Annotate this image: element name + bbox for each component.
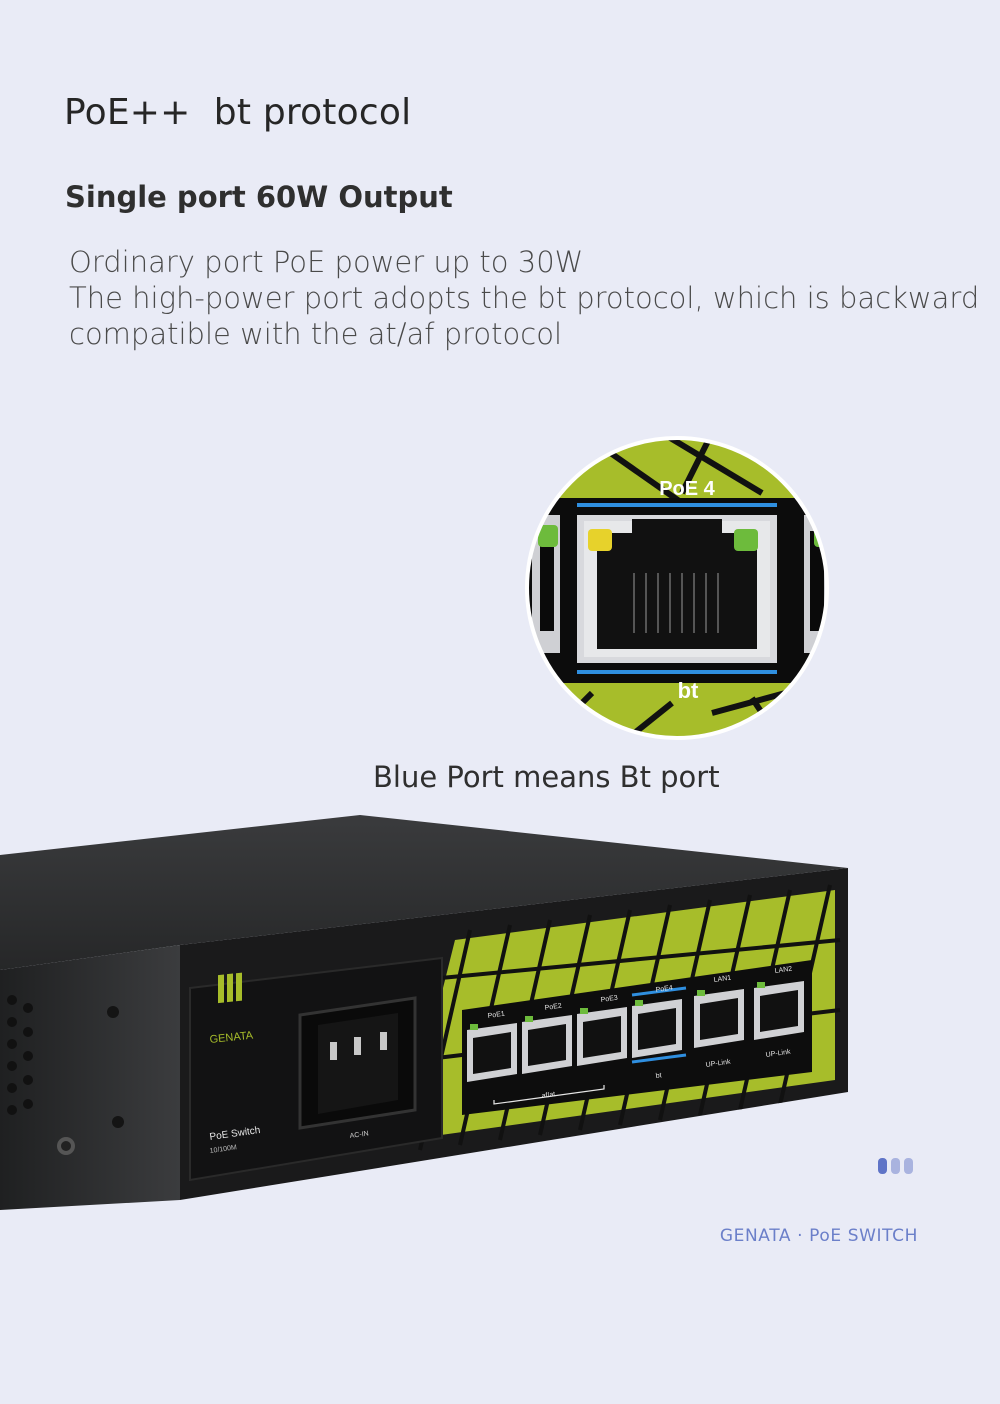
description-line-3: compatible with the at/af protocol xyxy=(69,317,563,351)
bt-group-label: bt xyxy=(655,1072,662,1080)
port-zoom-illustration: PoE 4 bt xyxy=(522,433,832,743)
pager-dot-2[interactable] xyxy=(891,1158,900,1174)
page-subtitle: Single port 60W Output xyxy=(65,180,453,214)
port-label-1: PoE1 xyxy=(487,1011,505,1020)
device-power-label: AC-IN xyxy=(349,1130,369,1140)
port-zoom-svg: PoE 4 bt xyxy=(525,436,829,740)
switch-svg: GENATA PoE Switch 10/100M AC-IN xyxy=(0,815,848,1210)
footer-separator: · xyxy=(797,1226,804,1246)
pager-dot-1[interactable] xyxy=(878,1158,887,1174)
port-label-lan2: LAN2 xyxy=(774,966,792,975)
port-label-4: PoE4 xyxy=(655,985,673,994)
page-title: PoE++ bt protocol xyxy=(64,92,412,133)
footer-brand-name: GENATA xyxy=(719,1226,792,1246)
zoom-port-bottom-label: bt xyxy=(678,678,699,703)
port-label-3: PoE3 xyxy=(600,995,618,1004)
poe-switch-illustration: GENATA PoE Switch 10/100M AC-IN xyxy=(0,810,870,1210)
uplink-label-1: UP-Link xyxy=(705,1059,731,1069)
description: Ordinary port PoE power up to 30W The hi… xyxy=(69,244,980,352)
zoom-caption: Blue Port means Bt port xyxy=(373,760,720,794)
uplink-label-2: UP-Link xyxy=(765,1049,791,1059)
footer-product-name: PoE SWITCH xyxy=(809,1226,918,1246)
description-line-2: The high-power port adopts the bt protoc… xyxy=(69,281,980,315)
description-line-1: Ordinary port PoE power up to 30W xyxy=(69,245,584,279)
port-label-2: PoE2 xyxy=(544,1003,562,1012)
device-speed-label: 10/100M xyxy=(209,1144,237,1155)
zoom-port-top-label: PoE 4 xyxy=(659,478,715,500)
port-label-lan1: LAN1 xyxy=(713,975,731,984)
footer-brand: GENATA·PoE SWITCH xyxy=(720,1226,918,1246)
afat-group-label: af/at xyxy=(541,1091,556,1100)
device-brand-label: GENATA xyxy=(209,1029,254,1046)
pager-dot-3[interactable] xyxy=(904,1158,913,1174)
pager-dots xyxy=(878,1158,913,1174)
